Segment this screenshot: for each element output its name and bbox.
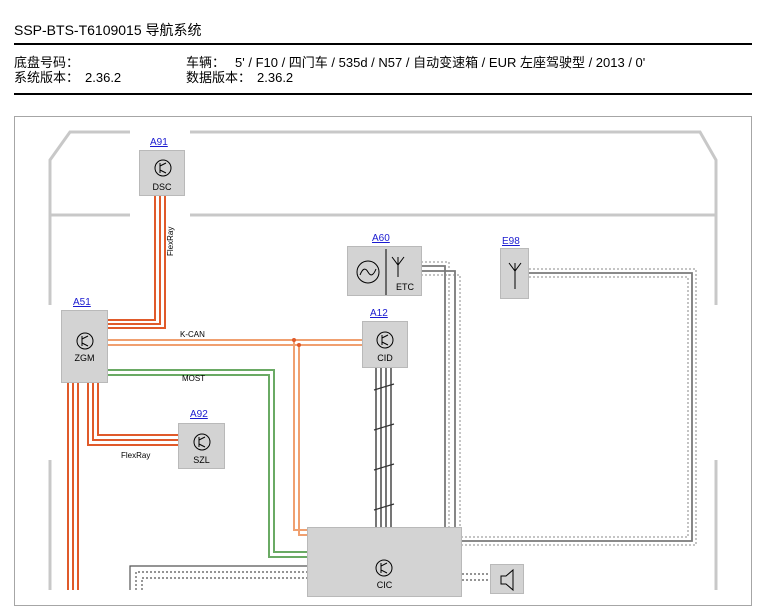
etc-ref-link[interactable]: A60 bbox=[372, 233, 390, 244]
system-version-label: 系统版本： bbox=[14, 70, 80, 85]
antenna-icon bbox=[508, 262, 522, 289]
system-version-value: 2.36.2 bbox=[85, 70, 122, 85]
etc-coax-shield bbox=[421, 261, 461, 527]
antenna-coax bbox=[462, 272, 693, 542]
zgm-module: ZGM bbox=[61, 310, 108, 383]
vehicle-label: 车辆： bbox=[186, 55, 226, 70]
tuner-icon bbox=[356, 249, 387, 295]
szl-ref-link[interactable]: A92 bbox=[190, 409, 208, 420]
header-divider-top bbox=[14, 43, 752, 45]
dsc-ref-link[interactable]: A91 bbox=[150, 137, 168, 148]
antenna-coax-shield bbox=[462, 268, 697, 546]
antenna-module bbox=[500, 248, 529, 299]
cid-cic-bundle-twist bbox=[373, 383, 395, 511]
etc-code: ETC bbox=[396, 282, 414, 292]
data-version-value: 2.36.2 bbox=[257, 70, 294, 85]
antenna-icon bbox=[391, 256, 405, 277]
cic-bottom-wires bbox=[129, 565, 490, 590]
cid-code: CID bbox=[377, 353, 393, 363]
zgm-down-wires bbox=[67, 383, 79, 590]
transistor-icon bbox=[76, 332, 94, 350]
speaker-module bbox=[490, 564, 524, 594]
flexray-wire-szl bbox=[87, 383, 178, 446]
cid-cic-bundle bbox=[375, 368, 392, 527]
cic-module: CIC bbox=[307, 527, 462, 597]
chassis-label: 底盘号码： bbox=[14, 55, 80, 70]
cic-code: CIC bbox=[376, 580, 393, 590]
header-divider-bottom bbox=[14, 93, 752, 95]
cid-ref-link[interactable]: A12 bbox=[370, 308, 388, 319]
transistor-icon bbox=[193, 433, 211, 451]
etc-module: ETC bbox=[347, 246, 422, 296]
speaker-icon bbox=[500, 568, 514, 592]
etc-coax bbox=[421, 265, 456, 527]
szl-module: SZL bbox=[178, 423, 225, 469]
vehicle-info: 车辆： 5' / F10 / 四门车 / 535d / N57 / 自动变速箱 /… bbox=[186, 55, 734, 70]
system-version: 系统版本： 2.36.2 bbox=[14, 70, 121, 85]
wiring-diagram bbox=[48, 130, 718, 590]
data-version: 数据版本： 2.36.2 bbox=[186, 70, 293, 85]
kcan-junction-2 bbox=[297, 343, 301, 347]
transistor-icon bbox=[375, 559, 393, 577]
most-label: MOST bbox=[182, 374, 206, 383]
transistor-icon bbox=[154, 159, 172, 177]
kcan-junction-1 bbox=[292, 338, 296, 342]
page-title: SSP-BTS-T6109015 导航系统 bbox=[14, 22, 202, 38]
vehicle-value: 5' / F10 / 四门车 / 535d / N57 / 自动变速箱 / EU… bbox=[235, 55, 646, 70]
antenna-ref-link[interactable]: E98 bbox=[502, 236, 520, 247]
flexray-label-szl: FlexRay bbox=[121, 451, 151, 460]
flexray-wire-dsc bbox=[107, 196, 166, 329]
cid-module: CID bbox=[362, 321, 408, 368]
flexray-label-dsc: FlexRay bbox=[166, 226, 175, 256]
kcan-label: K-CAN bbox=[180, 330, 205, 339]
dsc-code: DSC bbox=[152, 182, 172, 192]
zgm-ref-link[interactable]: A51 bbox=[73, 297, 91, 308]
data-version-label: 数据版本： bbox=[186, 70, 252, 85]
szl-code: SZL bbox=[193, 455, 210, 465]
most-wire bbox=[107, 369, 307, 558]
kcan-wire bbox=[107, 339, 362, 536]
dsc-module: DSC bbox=[139, 150, 185, 196]
vehicle-outline bbox=[48, 130, 718, 590]
zgm-code: ZGM bbox=[74, 353, 95, 363]
transistor-icon bbox=[376, 331, 394, 349]
